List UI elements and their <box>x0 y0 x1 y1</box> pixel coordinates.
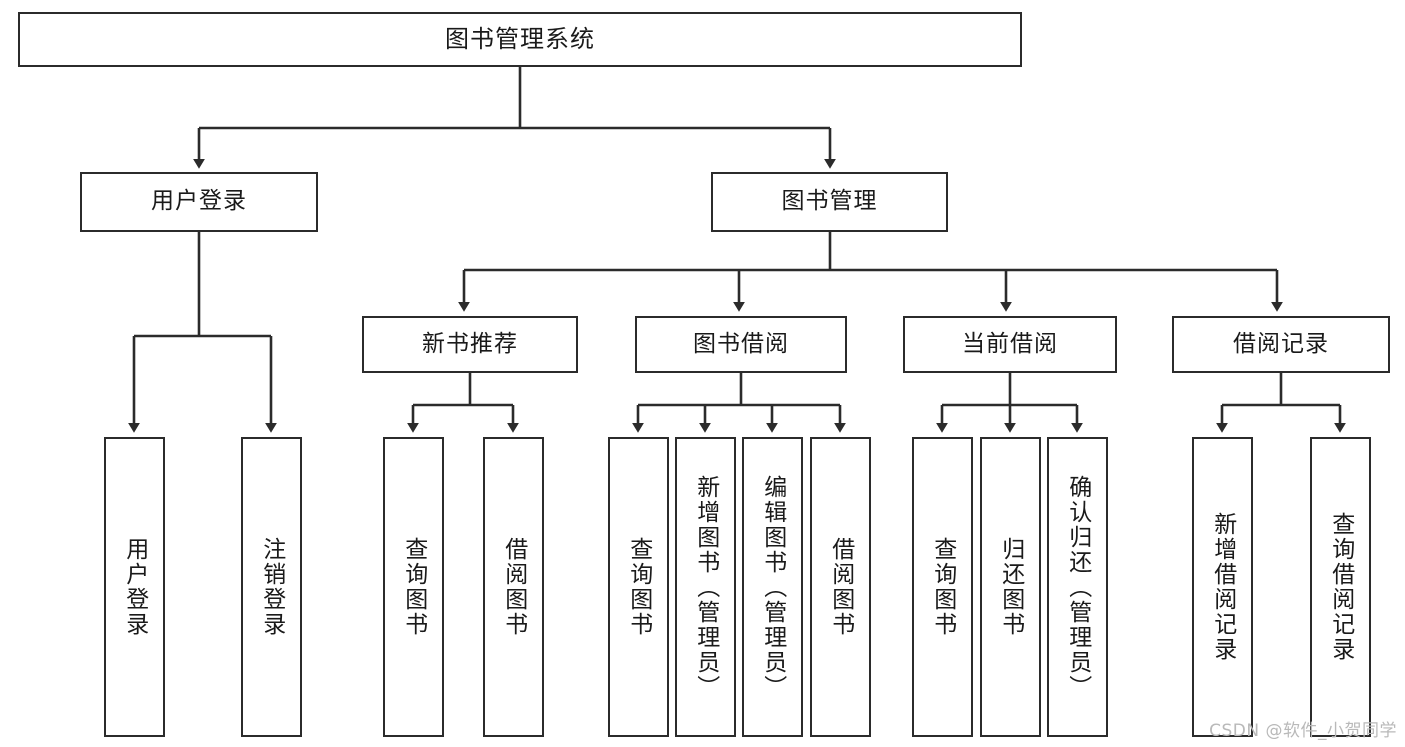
node-label: 图书管理 <box>781 188 878 215</box>
node-user-login[interactable]: 用户登录 <box>80 172 318 232</box>
node-new-book-recommend[interactable]: 新书推荐 <box>362 316 578 373</box>
leaf-record-query-record[interactable]: 查询借阅记录 <box>1310 437 1371 737</box>
node-label: 注销登录 <box>258 537 285 637</box>
node-label: 用户登录 <box>151 188 247 215</box>
node-label: 确认归还（管理员） <box>1064 474 1091 700</box>
node-label: 新增图书（管理员） <box>692 474 719 700</box>
watermark: CSDN @软件_小贺同学 <box>1209 721 1397 741</box>
node-label: 查询图书 <box>625 537 652 637</box>
node-label: 借阅记录 <box>1233 330 1329 357</box>
leaf-current-confirm-return-admin[interactable]: 确认归还（管理员） <box>1047 437 1108 737</box>
node-label: 新增借阅记录 <box>1209 512 1236 662</box>
node-label: 当前借阅 <box>962 330 1058 357</box>
node-label: 借阅图书 <box>827 537 854 637</box>
node-root-system[interactable]: 图书管理系统 <box>18 12 1022 67</box>
node-label: 归还图书 <box>997 537 1024 637</box>
leaf-user-login[interactable]: 用户登录 <box>104 437 165 737</box>
leaf-borrow-borrow-book[interactable]: 借阅图书 <box>810 437 871 737</box>
node-label: 新书推荐 <box>422 330 518 357</box>
leaf-current-query-book[interactable]: 查询图书 <box>912 437 973 737</box>
node-book-management[interactable]: 图书管理 <box>711 172 948 232</box>
node-current-borrow[interactable]: 当前借阅 <box>903 316 1117 373</box>
node-label: 编辑图书（管理员） <box>759 474 786 700</box>
leaf-recommend-query-book[interactable]: 查询图书 <box>383 437 444 737</box>
leaf-recommend-borrow-book[interactable]: 借阅图书 <box>483 437 544 737</box>
node-label: 查询图书 <box>929 537 956 637</box>
leaf-borrow-query-book[interactable]: 查询图书 <box>608 437 669 737</box>
leaf-borrow-add-book-admin[interactable]: 新增图书（管理员） <box>675 437 736 737</box>
node-book-borrow[interactable]: 图书借阅 <box>635 316 847 373</box>
leaf-borrow-edit-book-admin[interactable]: 编辑图书（管理员） <box>742 437 803 737</box>
node-label: 用户登录 <box>121 537 148 637</box>
leaf-user-logout[interactable]: 注销登录 <box>241 437 302 737</box>
node-label: 查询借阅记录 <box>1327 512 1354 662</box>
node-label: 借阅图书 <box>500 537 527 637</box>
node-borrow-record[interactable]: 借阅记录 <box>1172 316 1390 373</box>
node-label: 图书管理系统 <box>445 25 595 54</box>
leaf-current-return-book[interactable]: 归还图书 <box>980 437 1041 737</box>
leaf-record-add-record[interactable]: 新增借阅记录 <box>1192 437 1253 737</box>
node-label: 图书借阅 <box>693 330 789 357</box>
node-label: 查询图书 <box>400 537 427 637</box>
